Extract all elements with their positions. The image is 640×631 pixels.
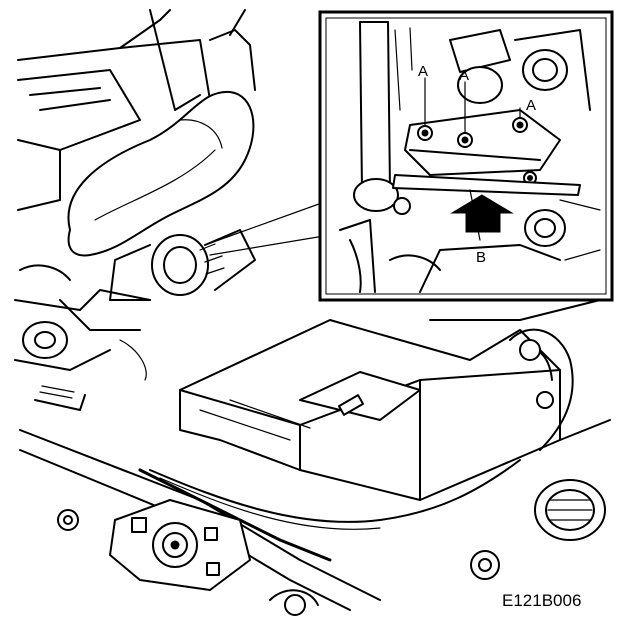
main-view [14,9,611,616]
callout-a3: A [526,97,536,114]
right-hoses [509,328,574,451]
callout-a1: A [418,63,428,80]
inset-lower [339,197,601,293]
leader-line-2 [209,234,331,256]
figure-code: E121B006 [502,591,581,610]
wiring-harness-2 [159,477,381,530]
inset-bar [392,174,581,196]
reservoir-cap [269,479,606,616]
air-intake-hose [67,90,255,257]
arrow-up-icon [450,194,514,233]
inset-vertical-pipe [353,21,413,212]
leader-line-1 [204,199,331,246]
battery-tray [179,319,561,501]
wiring-harness [149,459,521,523]
left-components [14,264,151,411]
left-housing [17,9,256,211]
inset-inner-frame [325,17,607,295]
callout-b: B [476,249,486,266]
inset-detail: A A A B [318,10,614,302]
inset-bracket [404,109,561,185]
callout-a2: A [459,67,469,84]
lower-bracket [57,499,251,591]
inset-top-mount [449,29,591,111]
sensor-unit [109,229,256,301]
